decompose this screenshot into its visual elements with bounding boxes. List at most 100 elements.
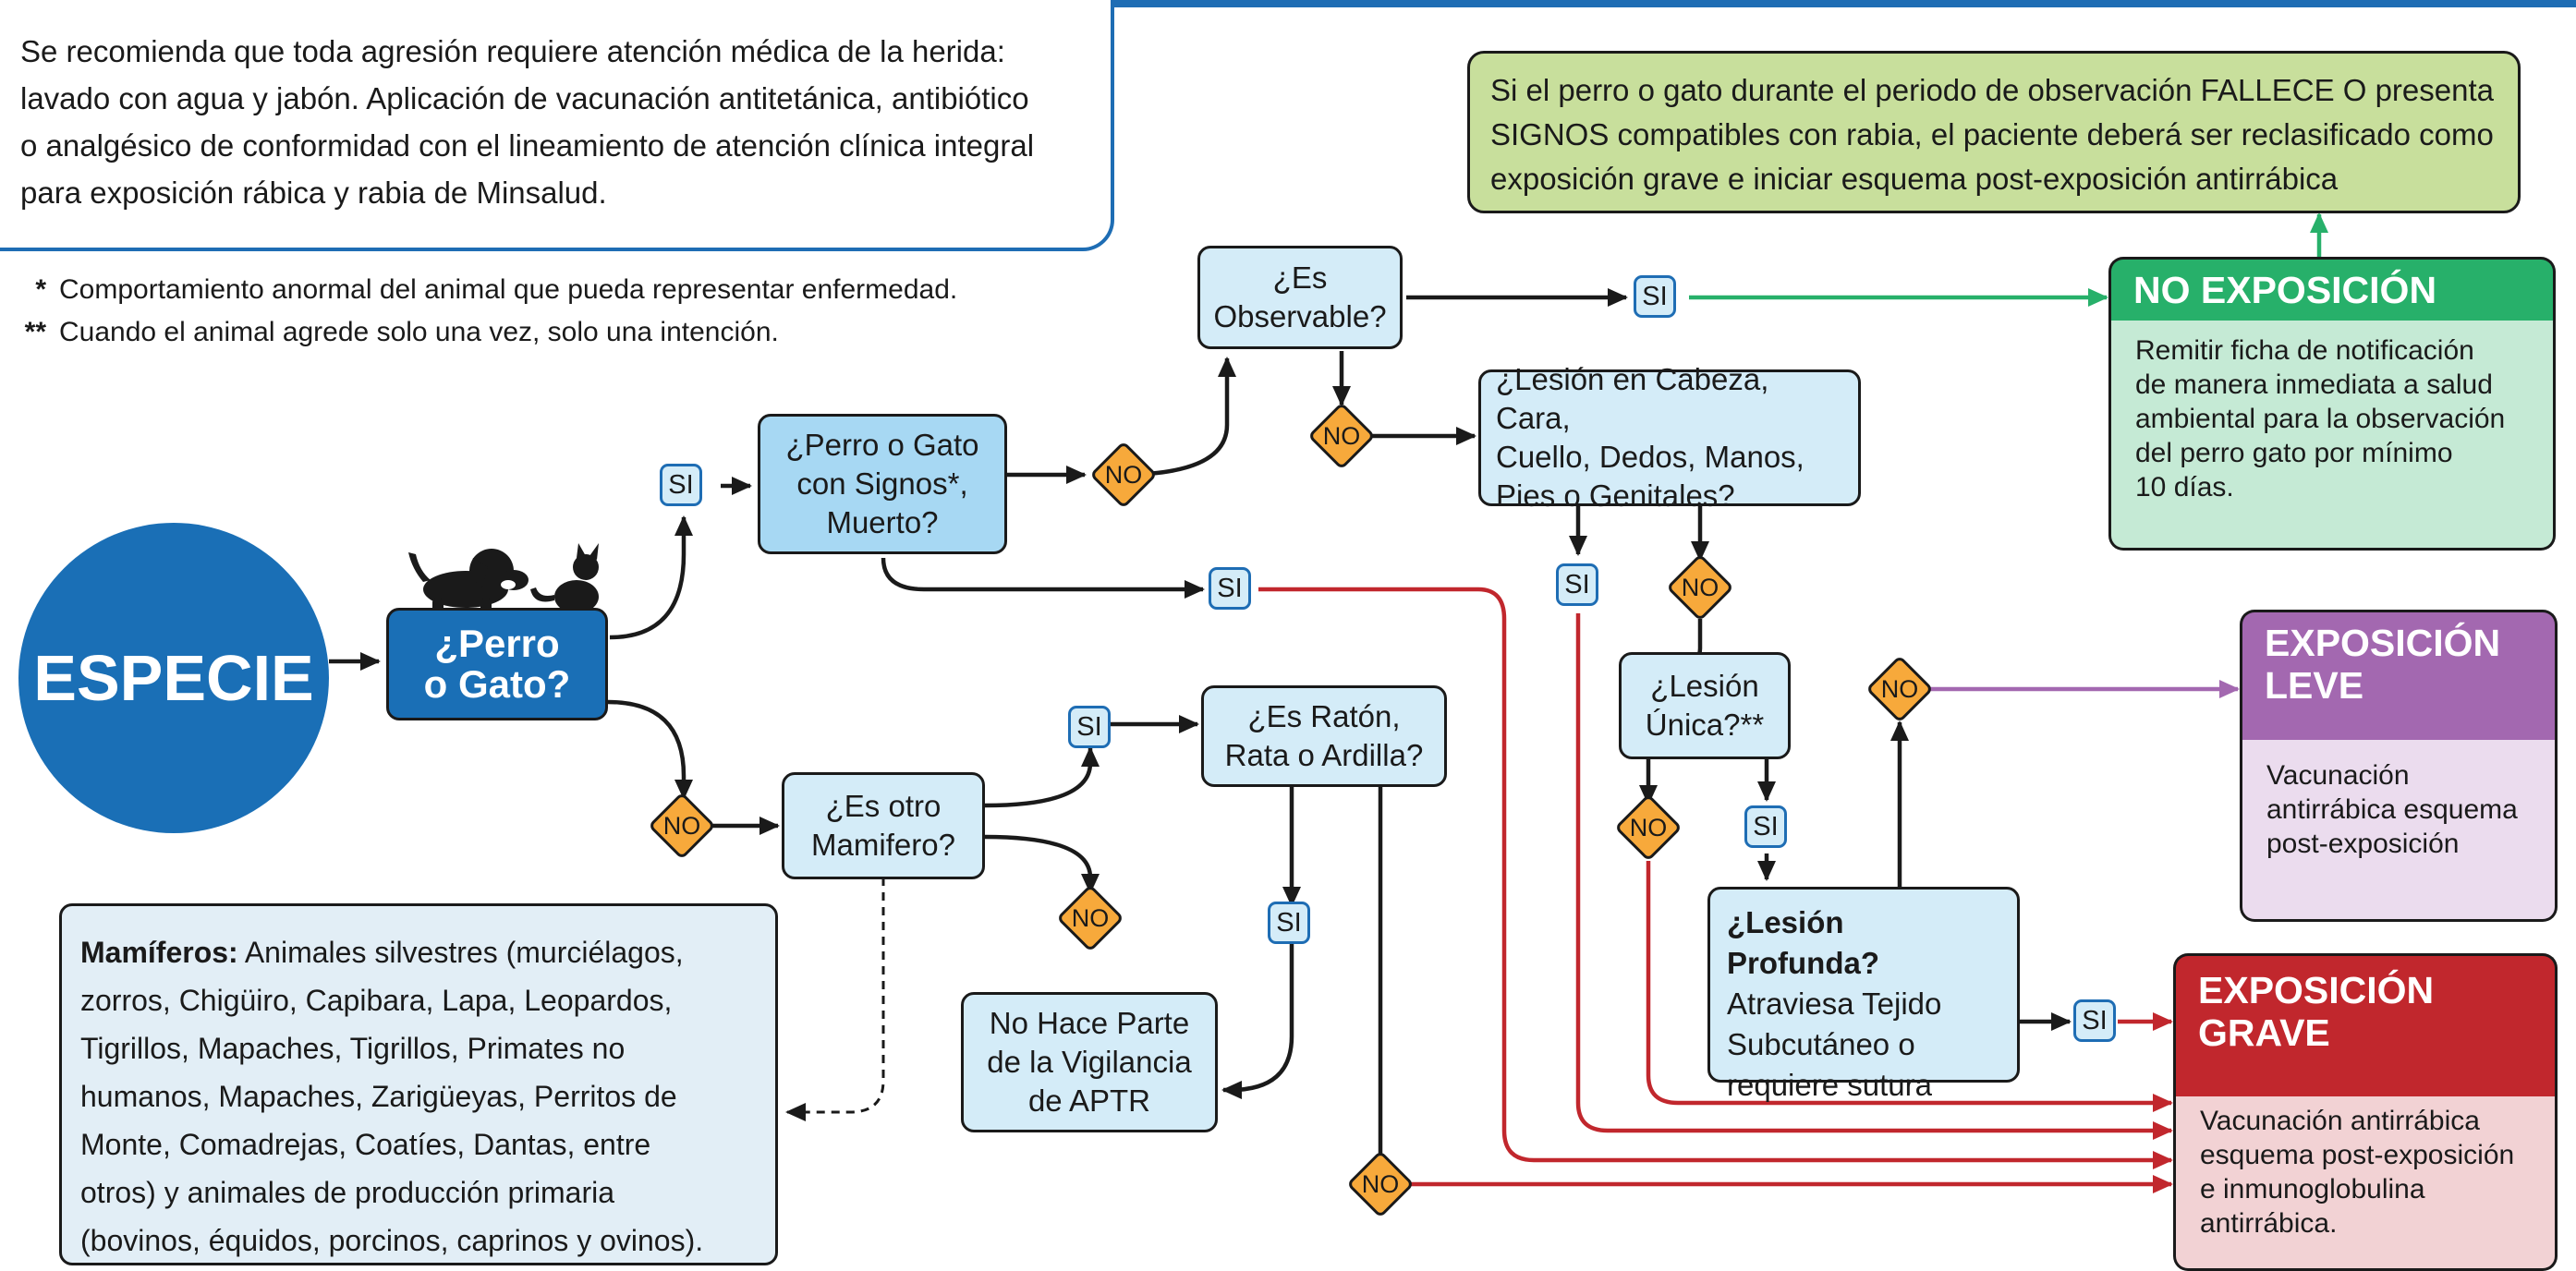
leve-title-line-2: LEVE <box>2265 664 2364 707</box>
raton-line-1: ¿Es Ratón, <box>1247 699 1401 733</box>
reclasificacion-note: Si el perro o gato durante el periodo de… <box>1467 51 2521 213</box>
recommendation-line-4: para exposición rábica y rabia de Minsal… <box>20 176 607 210</box>
question-lesion-unica: ¿Lesión Única?** <box>1619 652 1791 759</box>
lesion-zona-line-2: Cuello, Dedos, Manos, <box>1496 440 1804 474</box>
mamiferos-line-7: (bovinos, équidos, porcinos, caprinos y … <box>80 1224 704 1257</box>
observable-line-1: ¿Es <box>1272 260 1328 295</box>
si-badge: SI <box>1268 902 1310 944</box>
no-vigilancia-line-3: de APTR <box>1027 1083 1151 1118</box>
mamiferos-line-1: Animales silvestres (murciélagos, <box>244 936 684 969</box>
grave-body: Vacunación antirrábica esquema post-expo… <box>2173 1096 2558 1271</box>
black-connectors <box>329 288 2072 1099</box>
no-exposicion-line-3: ambiental para la observación <box>2135 404 2506 434</box>
lesion-profunda-line-2: Subcutáneo o <box>1727 1027 1915 1061</box>
no-exposicion-body: Remitir ficha de notificación de manera … <box>2108 321 2556 551</box>
grave-line-3: e inmunoglobulina <box>2200 1174 2425 1204</box>
no-exposicion-line-5: 10 días. <box>2135 472 2234 502</box>
question-signos-muerto: ¿Perro o Gato con Signos*, Muerto? <box>758 414 1007 554</box>
especie-label: ESPECIE <box>33 642 314 714</box>
signos-line-1: ¿Perro o Gato <box>785 428 979 462</box>
recommendation-box: Se recomienda que toda agresión requiere… <box>0 0 1114 251</box>
reclasificacion-line-1: Si el perro o gato durante el periodo de… <box>1490 73 2495 107</box>
no-label: NO <box>1322 421 1361 450</box>
reclasificacion-line-2: SIGNOS compatibles con rabia, el pacient… <box>1490 117 2494 151</box>
lesion-zona-line-3: Pies o Genitales? <box>1496 478 1735 513</box>
mamiferos-line-2: zorros, Chigüiro, Capibara, Lapa, Leopar… <box>80 984 673 1017</box>
no-exposicion-line-4: del perro gato por mínimo <box>2135 438 2453 468</box>
footnote-2-mark: ** <box>24 317 46 347</box>
outcome-exposicion-grave: EXPOSICIÓN GRAVE Vacunación antirrábica … <box>2173 953 2558 1271</box>
signos-line-2: con Signos*, <box>796 466 968 501</box>
no-label: NO <box>1104 460 1143 489</box>
otro-mamifero-line-2: Mamifero? <box>811 828 955 862</box>
mamiferos-line-6: otros) y animales de producción primaria <box>80 1176 615 1209</box>
reclasificacion-line-3: exposición grave e iniciar esquema post-… <box>1490 162 2339 196</box>
recommendation-line-1: Se recomienda que toda agresión requiere… <box>20 34 1005 68</box>
no-label: NO <box>1880 674 1919 703</box>
no-vigilancia-line-1: No Hace Parte <box>989 1006 1190 1040</box>
question-perro-gato: ¿Perro o Gato? <box>386 608 608 720</box>
leve-title-line-1: EXPOSICIÓN <box>2265 622 2501 664</box>
especie-circle: ESPECIE <box>18 523 329 833</box>
si-badge: SI <box>1556 563 1598 606</box>
mamiferos-label: Mamíferos: <box>80 936 238 969</box>
lesion-profunda-line-1: Atraviesa Tejido <box>1727 987 1942 1021</box>
mamiferos-line-4: humanos, Mapaches, Zarigüeyas, Perritos … <box>80 1080 677 1113</box>
no-label: NO <box>1681 573 1719 601</box>
signos-line-3: Muerto? <box>826 505 939 539</box>
grave-title-line-1: EXPOSICIÓN <box>2198 969 2435 1011</box>
grave-line-4: antirrábica. <box>2200 1208 2338 1239</box>
raton-line-2: Rata o Ardilla? <box>1224 738 1424 772</box>
footnote-2-text: Cuando el animal agrede solo una vez, so… <box>59 317 779 347</box>
lesion-unica-line-1: ¿Lesión <box>1650 669 1759 703</box>
question-lesion-profunda: ¿Lesión Profunda? Atraviesa Tejido Subcu… <box>1707 887 2020 1102</box>
no-exposicion-line-1: Remitir ficha de notificación <box>2135 335 2474 366</box>
no-exposicion-title: NO EXPOSICIÓN <box>2108 257 2556 321</box>
question-otro-mamifero: ¿Es otro Mamifero? <box>782 772 985 879</box>
si-badge: SI <box>1744 805 1787 848</box>
recommendation-line-3: o analgésico de conformidad con el linea… <box>20 128 1035 163</box>
footnote-1: * Comportamiento anormal del animal que p… <box>0 272 1109 309</box>
no-vigilancia-box: No Hace Parte de la Vigilancia de APTR <box>961 992 1218 1132</box>
lesion-profunda-line-3: requiere sutura <box>1727 1068 1932 1102</box>
leve-body: Vacunación antirrábica esquema post-expo… <box>2240 740 2558 922</box>
si-badge: SI <box>660 464 702 506</box>
question-lesion-zona: ¿Lesión en Cabeza, Cara, Cuello, Dedos, … <box>1478 362 1861 513</box>
outcome-no-exposicion: NO EXPOSICIÓN Remitir ficha de notificac… <box>2108 257 2556 551</box>
footnote-1-mark: * <box>35 274 46 305</box>
no-label: NO <box>1361 1169 1400 1198</box>
no-exposicion-line-2: de manera inmediata a salud <box>2135 369 2493 400</box>
mamiferos-line-5: Monte, Comadrejas, Coatíes, Dantas, entr… <box>80 1128 651 1161</box>
observable-line-2: Observable? <box>1213 299 1387 333</box>
leve-line-3: post-exposición <box>2266 829 2460 859</box>
dog-cat-illustration <box>408 543 599 619</box>
no-label: NO <box>1629 813 1668 841</box>
si-badge: SI <box>1634 275 1676 318</box>
footnote-1-text: Comportamiento anormal del animal que pu… <box>59 274 958 305</box>
grave-title-line-2: GRAVE <box>2198 1011 2330 1054</box>
footnote-2: ** Cuando el animal agrede solo una vez, … <box>0 314 1109 351</box>
si-badge: SI <box>1209 567 1251 610</box>
no-label: NO <box>662 811 701 840</box>
grave-line-2: esquema post-exposición <box>2200 1140 2515 1170</box>
question-observable: ¿Es Observable? <box>1197 246 1403 349</box>
si-badge: SI <box>2073 999 2116 1042</box>
si-badge: SI <box>1068 706 1111 748</box>
perro-gato-line-2: o Gato? <box>423 662 571 706</box>
leve-title: EXPOSICIÓN LEVE <box>2240 610 2558 740</box>
recommendation-line-2: lavado con agua y jabón. Aplicación de v… <box>20 81 1029 115</box>
grave-title: EXPOSICIÓN GRAVE <box>2173 953 2558 1096</box>
perro-gato-line-1: ¿Perro <box>434 622 560 665</box>
top-accent-bar <box>0 0 2576 7</box>
lesion-unica-line-2: Única?** <box>1645 708 1765 742</box>
red-connectors <box>1258 587 2173 1193</box>
leve-line-2: antirrábica esquema <box>2266 794 2518 825</box>
mamiferos-note: Mamíferos: Animales silvestres (murciéla… <box>59 903 778 1265</box>
no-vigilancia-line-2: de la Vigilancia <box>987 1045 1192 1079</box>
no-label: NO <box>1071 903 1110 932</box>
lesion-zona-line-1: ¿Lesión en Cabeza, Cara, <box>1496 362 1769 435</box>
grave-line-1: Vacunación antirrábica <box>2200 1106 2480 1136</box>
question-raton-rata-ardilla: ¿Es Ratón, Rata o Ardilla? <box>1201 685 1447 787</box>
otro-mamifero-line-1: ¿Es otro <box>825 789 942 823</box>
lesion-profunda-title: ¿Lesión Profunda? <box>1727 905 1879 980</box>
